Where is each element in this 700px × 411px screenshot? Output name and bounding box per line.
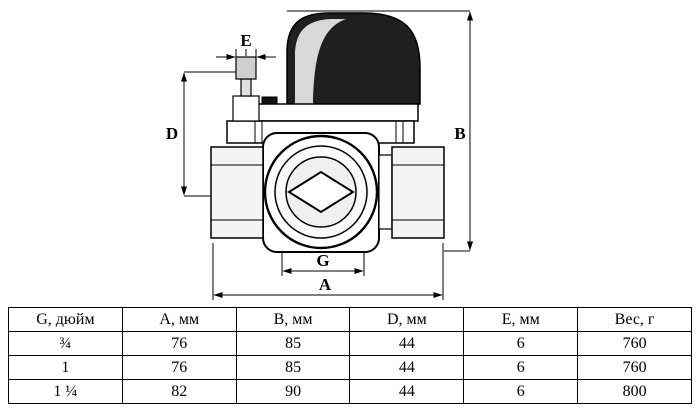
ball-port-diamond bbox=[287, 170, 355, 214]
left-union-nut bbox=[210, 146, 264, 239]
dimensions-table: G, дюйм A, мм B, мм D, мм E, мм Вес, г ¾… bbox=[8, 307, 692, 404]
cell-e: 6 bbox=[463, 331, 579, 356]
cell-weight: 760 bbox=[577, 355, 692, 380]
cell-e: 6 bbox=[463, 379, 579, 404]
stem-cap bbox=[235, 56, 257, 80]
cell-g: 1 bbox=[8, 355, 123, 380]
header-weight-g: Вес, г bbox=[577, 307, 692, 332]
cell-e: 6 bbox=[463, 355, 579, 380]
cell-a: 76 bbox=[121, 331, 237, 356]
cell-b: 90 bbox=[235, 379, 351, 404]
stem-clamp bbox=[261, 96, 278, 105]
header-d-mm: D, мм bbox=[349, 307, 465, 332]
header-g-inch: G, дюйм bbox=[8, 307, 123, 332]
dimension-label-e: E bbox=[240, 31, 251, 50]
table-row: 1 76 85 44 6 760 bbox=[8, 355, 692, 380]
header-b-mm: B, мм bbox=[235, 307, 351, 332]
cell-d: 44 bbox=[349, 355, 465, 380]
table-header-row: G, дюйм A, мм B, мм D, мм E, мм Вес, г bbox=[8, 307, 692, 332]
actuator-highlight bbox=[295, 19, 346, 104]
cell-weight: 760 bbox=[577, 331, 692, 356]
dimension-label-a: A bbox=[319, 275, 332, 294]
stem-base-block bbox=[232, 95, 260, 122]
cell-g: 1 ¼ bbox=[8, 379, 123, 404]
actuator bbox=[286, 12, 421, 105]
right-coupler bbox=[378, 154, 393, 230]
cell-b: 85 bbox=[235, 331, 351, 356]
dimension-d: D bbox=[166, 71, 236, 197]
actuator-base-plate bbox=[257, 103, 419, 122]
dimension-g: G bbox=[281, 251, 365, 276]
dimension-b: B bbox=[444, 11, 474, 252]
dimension-label-b: B bbox=[454, 124, 465, 143]
cell-b: 85 bbox=[235, 355, 351, 380]
cell-d: 44 bbox=[349, 379, 465, 404]
valve-stem bbox=[232, 56, 260, 122]
header-e-mm: E, мм bbox=[463, 307, 579, 332]
table-row: 1 ¼ 82 90 44 6 800 bbox=[8, 379, 692, 404]
cell-d: 44 bbox=[349, 331, 465, 356]
dimension-a: A bbox=[212, 243, 444, 300]
dimension-label-d: D bbox=[166, 124, 178, 143]
cell-a: 82 bbox=[121, 379, 237, 404]
dimension-label-g: G bbox=[316, 251, 329, 270]
cell-a: 76 bbox=[121, 355, 237, 380]
valve-body bbox=[262, 132, 380, 253]
table-row: ¾ 76 85 44 6 760 bbox=[8, 331, 692, 356]
right-union-nut bbox=[391, 146, 445, 239]
cell-g: ¾ bbox=[8, 331, 123, 356]
header-a-mm: A, мм bbox=[121, 307, 237, 332]
valve-technical-diagram: E D B G bbox=[166, 10, 474, 300]
stem-rod bbox=[240, 78, 252, 97]
cell-weight: 800 bbox=[577, 379, 692, 404]
dimension-e: E bbox=[216, 31, 276, 61]
